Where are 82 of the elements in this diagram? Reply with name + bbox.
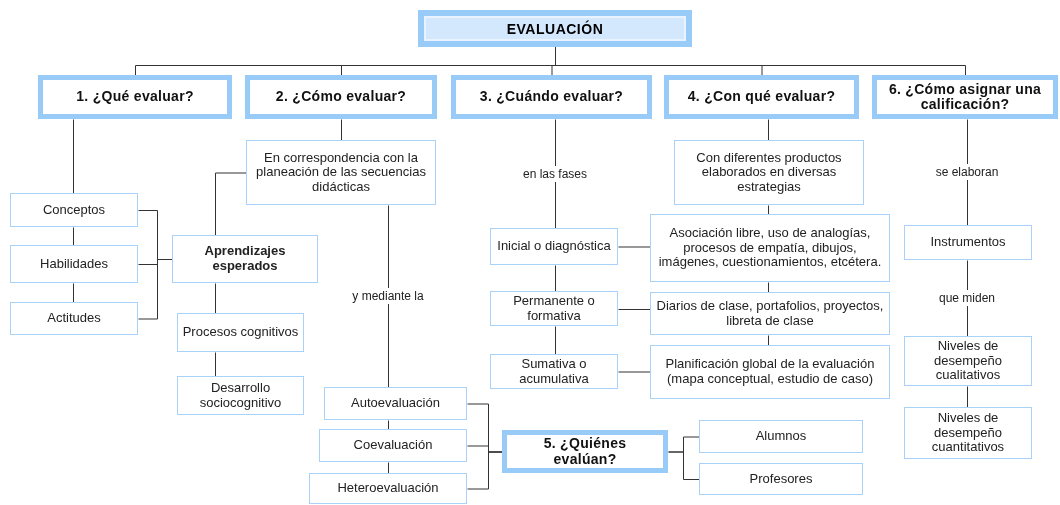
- node-text: Autoevaluación: [351, 396, 440, 411]
- node-text: Sumativa o acumulativa: [518, 356, 590, 387]
- concept-box: [319, 429, 467, 462]
- concept-box: [490, 291, 618, 326]
- concept-box: [490, 228, 618, 265]
- question-text: 4. ¿Con qué evaluar?: [687, 89, 836, 105]
- concept-box: [699, 463, 863, 495]
- question-box: [502, 430, 668, 473]
- concept-box: [650, 292, 890, 335]
- concept-box: [10, 302, 138, 335]
- concept-box: [10, 193, 138, 227]
- connector-line: [768, 282, 769, 293]
- concept-box: [172, 235, 318, 283]
- question-box: [872, 75, 1058, 119]
- node-text: Habilidades: [40, 256, 108, 272]
- node-text: Niveles de desempeño cuantitativos: [930, 411, 1006, 455]
- question-text: 5. ¿Quiénes evalúan?: [542, 436, 628, 467]
- connector-line: [467, 451, 503, 490]
- node-text: Con diferentes productos elaborados en diversas estrategias: [695, 150, 843, 195]
- concept-box: [904, 336, 1032, 386]
- connector-line: [388, 205, 389, 388]
- concept-box: [324, 387, 467, 420]
- node-text: Conceptos: [42, 202, 106, 218]
- node-text: Planificación global de la evaluación (mapa conceptual, estudio de caso): [664, 357, 876, 387]
- question-text: 1. ¿Qué evaluar?: [76, 89, 194, 105]
- connector-line: [768, 335, 769, 346]
- node-text: Diarios de clase, portafolios, proyectos, libreta de clase: [655, 298, 885, 329]
- question-text: 2. ¿Cómo evaluar?: [275, 89, 407, 105]
- connector-line: [388, 462, 389, 474]
- concept-box: [177, 376, 304, 415]
- concept-box: [490, 354, 618, 389]
- connector-line: [138, 259, 173, 320]
- connector-line: [215, 172, 247, 236]
- concept-box: [10, 245, 138, 283]
- connector-line: [668, 451, 700, 480]
- title-text: EVALUACIÓN: [506, 20, 604, 37]
- concept-box: [904, 225, 1032, 260]
- concept-box: [650, 345, 890, 399]
- connector-line: [73, 227, 74, 246]
- node-text: Heteroevaluación: [337, 481, 439, 496]
- connector-line: [618, 309, 651, 310]
- concept-box: [674, 140, 864, 205]
- node-text: Actitudes: [47, 311, 101, 326]
- connector-line: [215, 283, 216, 314]
- node-text: Aprendizajes esperados: [203, 244, 287, 274]
- question-text: 6. ¿Cómo asignar una calificación?: [887, 81, 1043, 113]
- question-box: [664, 75, 859, 119]
- concept-box: [904, 407, 1032, 459]
- edge-label: y mediante la: [349, 288, 427, 304]
- concept-box: [309, 473, 467, 504]
- connector-line: [555, 265, 556, 292]
- node-text: En correspondencia con la planeación de las secuencias didácticas: [255, 150, 427, 195]
- edge-label: en las fases: [520, 165, 590, 182]
- connector-line: [618, 246, 651, 248]
- node-text: Coevaluación: [353, 438, 433, 453]
- connector-line: [73, 119, 74, 194]
- concept-box: [699, 420, 863, 453]
- connector-line: [967, 386, 968, 408]
- node-text: Procesos cognitivos: [182, 325, 299, 340]
- question-box: [451, 75, 652, 119]
- concept-box: [650, 214, 890, 282]
- node-text: Inicial o diagnóstica: [497, 239, 611, 254]
- connector-line: [768, 119, 769, 141]
- node-text: Asociación libre, uso de analogías, procesos de empatía, dibujos, imágenes, cuestionamientos, etcétera.: [657, 226, 883, 270]
- node-text: Niveles de desempeño cualitativos: [933, 339, 1003, 383]
- title-box: [418, 10, 692, 47]
- connector-line: [618, 371, 651, 373]
- concept-box: [246, 140, 436, 205]
- connector-line: [73, 283, 74, 303]
- node-text: Instrumentos: [930, 235, 1006, 250]
- connector-line: [341, 119, 342, 141]
- concept-box: [177, 313, 304, 352]
- node-text: Alumnos: [755, 429, 807, 444]
- question-box: [245, 75, 437, 119]
- connector-line: [215, 352, 216, 377]
- node-text: Permanente o formativa: [512, 293, 596, 324]
- node-text: Profesores: [749, 471, 813, 487]
- question-box: [38, 75, 232, 119]
- connector-line: [555, 326, 556, 355]
- question-text: 3. ¿Cuándo evaluar?: [479, 89, 624, 105]
- edge-label: que miden: [936, 290, 998, 306]
- node-text: Desarrollo sociocognitivo: [198, 380, 283, 411]
